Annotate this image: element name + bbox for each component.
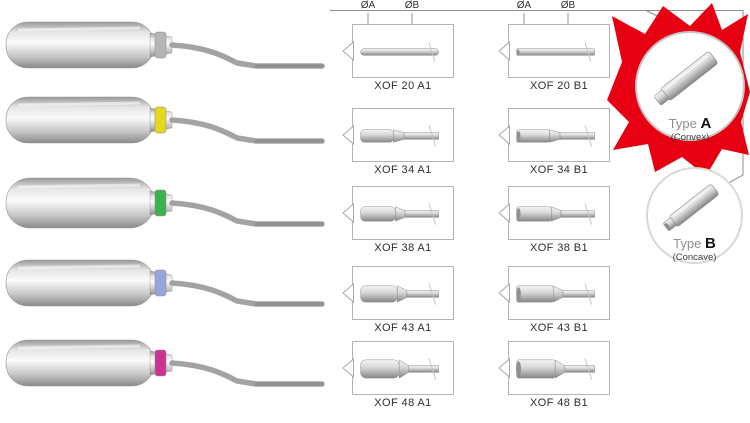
tip-drawing	[516, 125, 595, 147]
color-band	[154, 269, 167, 297]
type-b-tip-photo	[663, 184, 719, 231]
tip-drawing	[360, 125, 439, 147]
type-a-tip-photo	[654, 51, 718, 105]
callout-arrow-icon	[498, 41, 510, 61]
spec-box-xof-20-b1	[498, 24, 610, 78]
callout-arrow-icon	[498, 358, 510, 378]
spec-label: XOF 48 A1	[374, 397, 432, 409]
callout-arrow-icon	[342, 283, 354, 303]
type-a-detail: Type A (Convex)	[635, 31, 745, 143]
tip-drawing	[360, 42, 439, 62]
shaft	[169, 280, 325, 307]
dim-label-a: ØA	[360, 0, 376, 11]
color-band	[154, 106, 167, 134]
spec-label: XOF 34 B1	[529, 164, 588, 176]
instrument-illustration-4	[5, 259, 325, 307]
spec-box-xof-38-a1	[342, 186, 454, 240]
color-band	[154, 189, 167, 217]
spec-box-xof-38-b1	[498, 186, 610, 240]
callout-arrow-icon	[342, 203, 354, 223]
spec-label: XOF 38 A1	[374, 242, 432, 254]
spec-label: XOF 20 A1	[374, 80, 432, 92]
spec-label: XOF 43 B1	[529, 322, 588, 334]
tip-drawing	[360, 358, 439, 380]
tip-drawing	[516, 283, 595, 305]
spec-box-xof-48-b1	[498, 341, 610, 395]
spec-label: XOF 43 A1	[374, 322, 432, 334]
shaft	[169, 360, 325, 387]
dim-label-b: ØB	[404, 0, 420, 11]
instrument-illustration-5	[5, 339, 325, 387]
spec-box-xof-20-a1	[342, 24, 454, 78]
dim-label-a: ØA	[516, 0, 532, 11]
color-band	[154, 349, 167, 377]
callout-arrow-icon	[498, 283, 510, 303]
spec-label: XOF 34 A1	[374, 164, 432, 176]
type-b-sublabel: (Concave)	[672, 252, 717, 263]
type-a-letter: A	[700, 115, 712, 132]
shaft	[169, 117, 325, 144]
spec-label: XOF 48 B1	[529, 397, 588, 409]
spec-box-xof-43-b1	[498, 266, 610, 320]
instrument-illustration-1	[5, 21, 325, 69]
instrument-illustration-2	[5, 96, 325, 144]
type-a-label: Type A	[637, 115, 743, 132]
shaft	[169, 200, 325, 227]
color-band	[154, 31, 167, 59]
type-b-label: Type B	[648, 235, 741, 252]
dim-label-b: ØB	[560, 0, 576, 11]
tip-drawing	[360, 283, 439, 305]
spec-box-xof-34-a1	[342, 108, 454, 162]
spec-label: XOF 20 B1	[529, 80, 588, 92]
callout-arrow-icon	[342, 41, 354, 61]
tip-drawing	[516, 358, 595, 380]
callout-arrow-icon	[498, 203, 510, 223]
shaft	[169, 42, 325, 69]
type-b-letter: B	[704, 235, 716, 252]
type-a-sublabel: (Convex)	[670, 132, 710, 143]
callout-arrow-icon	[342, 358, 354, 378]
tip-drawing	[516, 42, 595, 62]
instrument-illustration-3	[5, 177, 325, 229]
callout-arrow-icon	[498, 125, 510, 145]
type-a-prefix: Type	[668, 116, 697, 131]
spec-box-xof-34-b1	[498, 108, 610, 162]
type-b-detail: Type B (Concave)	[646, 167, 743, 264]
tip-drawing	[516, 203, 595, 225]
tip-drawing	[360, 203, 439, 225]
type-b-prefix: Type	[673, 236, 702, 251]
callout-arrow-icon	[342, 125, 354, 145]
spec-box-xof-48-a1	[342, 341, 454, 395]
spec-box-xof-43-a1	[342, 266, 454, 320]
spec-label: XOF 38 B1	[529, 242, 588, 254]
